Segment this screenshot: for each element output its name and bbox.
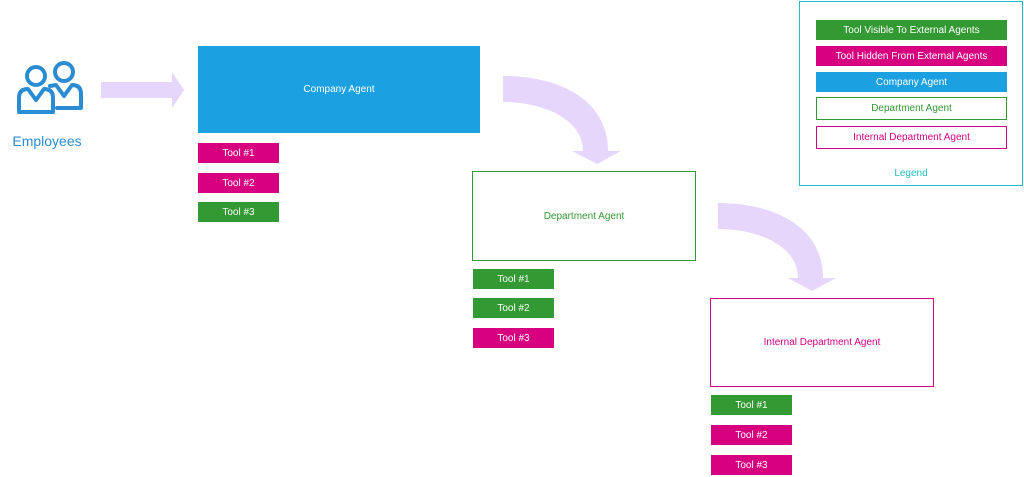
company-tool-3: Tool #3 [198, 202, 279, 222]
internal-tool-1: Tool #1 [711, 395, 792, 415]
company-agent-box: Company Agent [198, 46, 480, 133]
internal-tool-3: Tool #3 [711, 455, 792, 475]
internal-tool-2: Tool #2 [711, 425, 792, 445]
employees-group: Employees [6, 60, 88, 155]
company-tool-1: Tool #1 [198, 143, 279, 163]
department-agent-box: Department Agent [472, 171, 696, 261]
arrow-department-to-internal [718, 203, 836, 291]
legend-item-internal: Internal Department Agent [816, 126, 1007, 149]
legend-item-company: Company Agent [816, 72, 1007, 92]
legend: Tool Visible To External Agents Tool Hid… [799, 1, 1023, 186]
department-tool-2: Tool #2 [473, 298, 554, 318]
company-tool-2: Tool #2 [198, 173, 279, 193]
legend-item-visible: Tool Visible To External Agents [816, 20, 1007, 40]
arrow-company-to-department [503, 76, 621, 164]
department-tool-3: Tool #3 [473, 328, 554, 348]
arrow-employees-to-company [101, 72, 184, 108]
legend-item-hidden: Tool Hidden From External Agents [816, 46, 1007, 66]
employees-label: Employees [12, 133, 82, 149]
legend-item-department: Department Agent [816, 97, 1007, 120]
internal-agent-box: Internal Department Agent [710, 298, 934, 387]
department-tool-1: Tool #1 [473, 269, 554, 289]
legend-title: Legend [894, 168, 928, 179]
people-icon [17, 61, 83, 114]
